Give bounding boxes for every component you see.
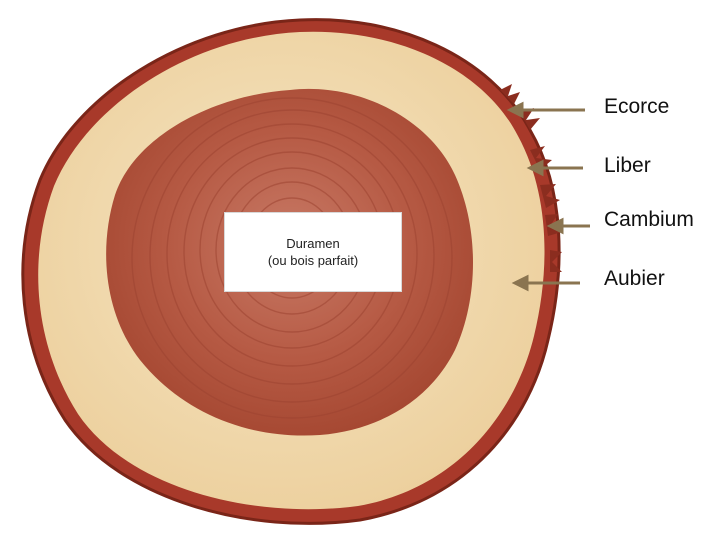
label-ecorce: Ecorce bbox=[604, 95, 669, 119]
label-aubier: Aubier bbox=[604, 267, 665, 291]
label-cambium: Cambium bbox=[604, 208, 694, 232]
duramen-sublabel: (ou bois parfait) bbox=[268, 252, 358, 269]
label-liber: Liber bbox=[604, 154, 651, 178]
duramen-label-box: Duramen (ou bois parfait) bbox=[224, 212, 402, 292]
duramen-label: Duramen bbox=[286, 235, 339, 252]
